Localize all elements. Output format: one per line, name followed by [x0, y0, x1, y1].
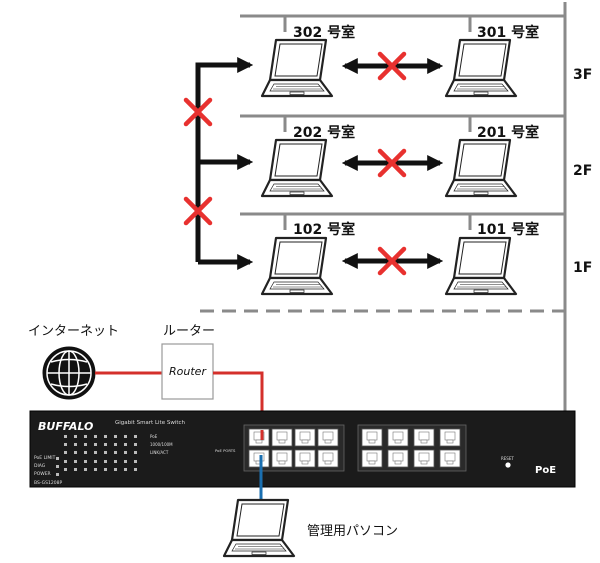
switch-port-14[interactable] — [413, 449, 435, 468]
blocked-x-icon — [183, 97, 213, 127]
room-label-201: 201 号室 — [477, 124, 539, 141]
globe-icon — [42, 346, 96, 400]
blocked-x-icon — [183, 196, 213, 226]
switch-port-4[interactable] — [271, 449, 293, 468]
switch-port-6[interactable] — [294, 449, 316, 468]
building-structure — [240, 2, 567, 412]
laptop-icon-202 — [260, 138, 334, 198]
switch-port-5[interactable] — [294, 428, 316, 447]
reset-button[interactable] — [505, 462, 511, 468]
room-label-102: 102 号室 — [293, 221, 355, 238]
admin-laptop-icon — [222, 498, 296, 558]
switch-poe-ports-label: PoE PORTS — [215, 448, 236, 453]
laptop-icon-101 — [444, 236, 518, 296]
switch-poe-badge: PoE — [535, 465, 556, 476]
poe-switch: BUFFALO Gigabit Smart Lite Switch PoE LI… — [29, 410, 576, 488]
switch-port-8[interactable] — [317, 449, 339, 468]
blocked-x-icons — [183, 51, 407, 276]
switch-port-10[interactable] — [361, 449, 383, 468]
floor-label-3f: 3F — [573, 67, 592, 83]
switch-power: POWER — [34, 471, 51, 477]
laptop-icon-301 — [444, 38, 518, 98]
blocked-x-icon — [377, 246, 407, 276]
room-label-101: 101 号室 — [477, 221, 539, 238]
vlan-tree-arrows — [195, 56, 254, 271]
admin-pc-label: 管理用パソコン — [307, 524, 398, 539]
blocked-x-icon — [377, 51, 407, 81]
laptop-icon-302 — [260, 38, 334, 98]
switch-title: Gigabit Smart Lite Switch — [115, 420, 186, 426]
room-label-202: 202 号室 — [293, 124, 355, 141]
switch-port-3[interactable] — [271, 428, 293, 447]
switch-model: BS-GS1208P — [34, 480, 62, 486]
switch-diag: DIAG — [34, 463, 46, 469]
laptop-icon-201 — [444, 138, 518, 198]
laptop-icon-102 — [260, 236, 334, 296]
switch-port-15[interactable] — [439, 428, 461, 447]
switch-legend-speed: 1000/100M — [150, 442, 173, 447]
switch-port-7[interactable] — [317, 428, 339, 447]
router-heading: ルーター — [163, 324, 215, 339]
router-label: Router — [169, 365, 207, 378]
switch-port-1[interactable] — [248, 428, 270, 447]
room-label-301: 301 号室 — [477, 24, 539, 41]
switch-led-grid — [56, 435, 137, 476]
switch-port-9[interactable] — [361, 428, 383, 447]
switch-legend-poe: PoE — [150, 434, 158, 439]
floor-label-2f: 2F — [573, 163, 592, 179]
blocked-x-icon — [377, 148, 407, 178]
room-label-302: 302 号室 — [293, 24, 355, 41]
switch-brand: BUFFALO — [38, 420, 93, 433]
switch-port-13[interactable] — [413, 428, 435, 447]
switch-port-16[interactable] — [439, 449, 461, 468]
router-box — [161, 343, 214, 400]
switch-pwr-limit: PoE LIMIT — [34, 455, 56, 461]
switch-port-12[interactable] — [387, 449, 409, 468]
floor-label-1f: 1F — [573, 260, 592, 276]
switch-port-11[interactable] — [387, 428, 409, 447]
switch-reset-label: RESET — [501, 456, 514, 461]
switch-port-2[interactable] — [248, 449, 270, 468]
internet-label: インターネット — [28, 324, 119, 339]
switch-legend-link: LINK/ACT — [150, 450, 169, 455]
